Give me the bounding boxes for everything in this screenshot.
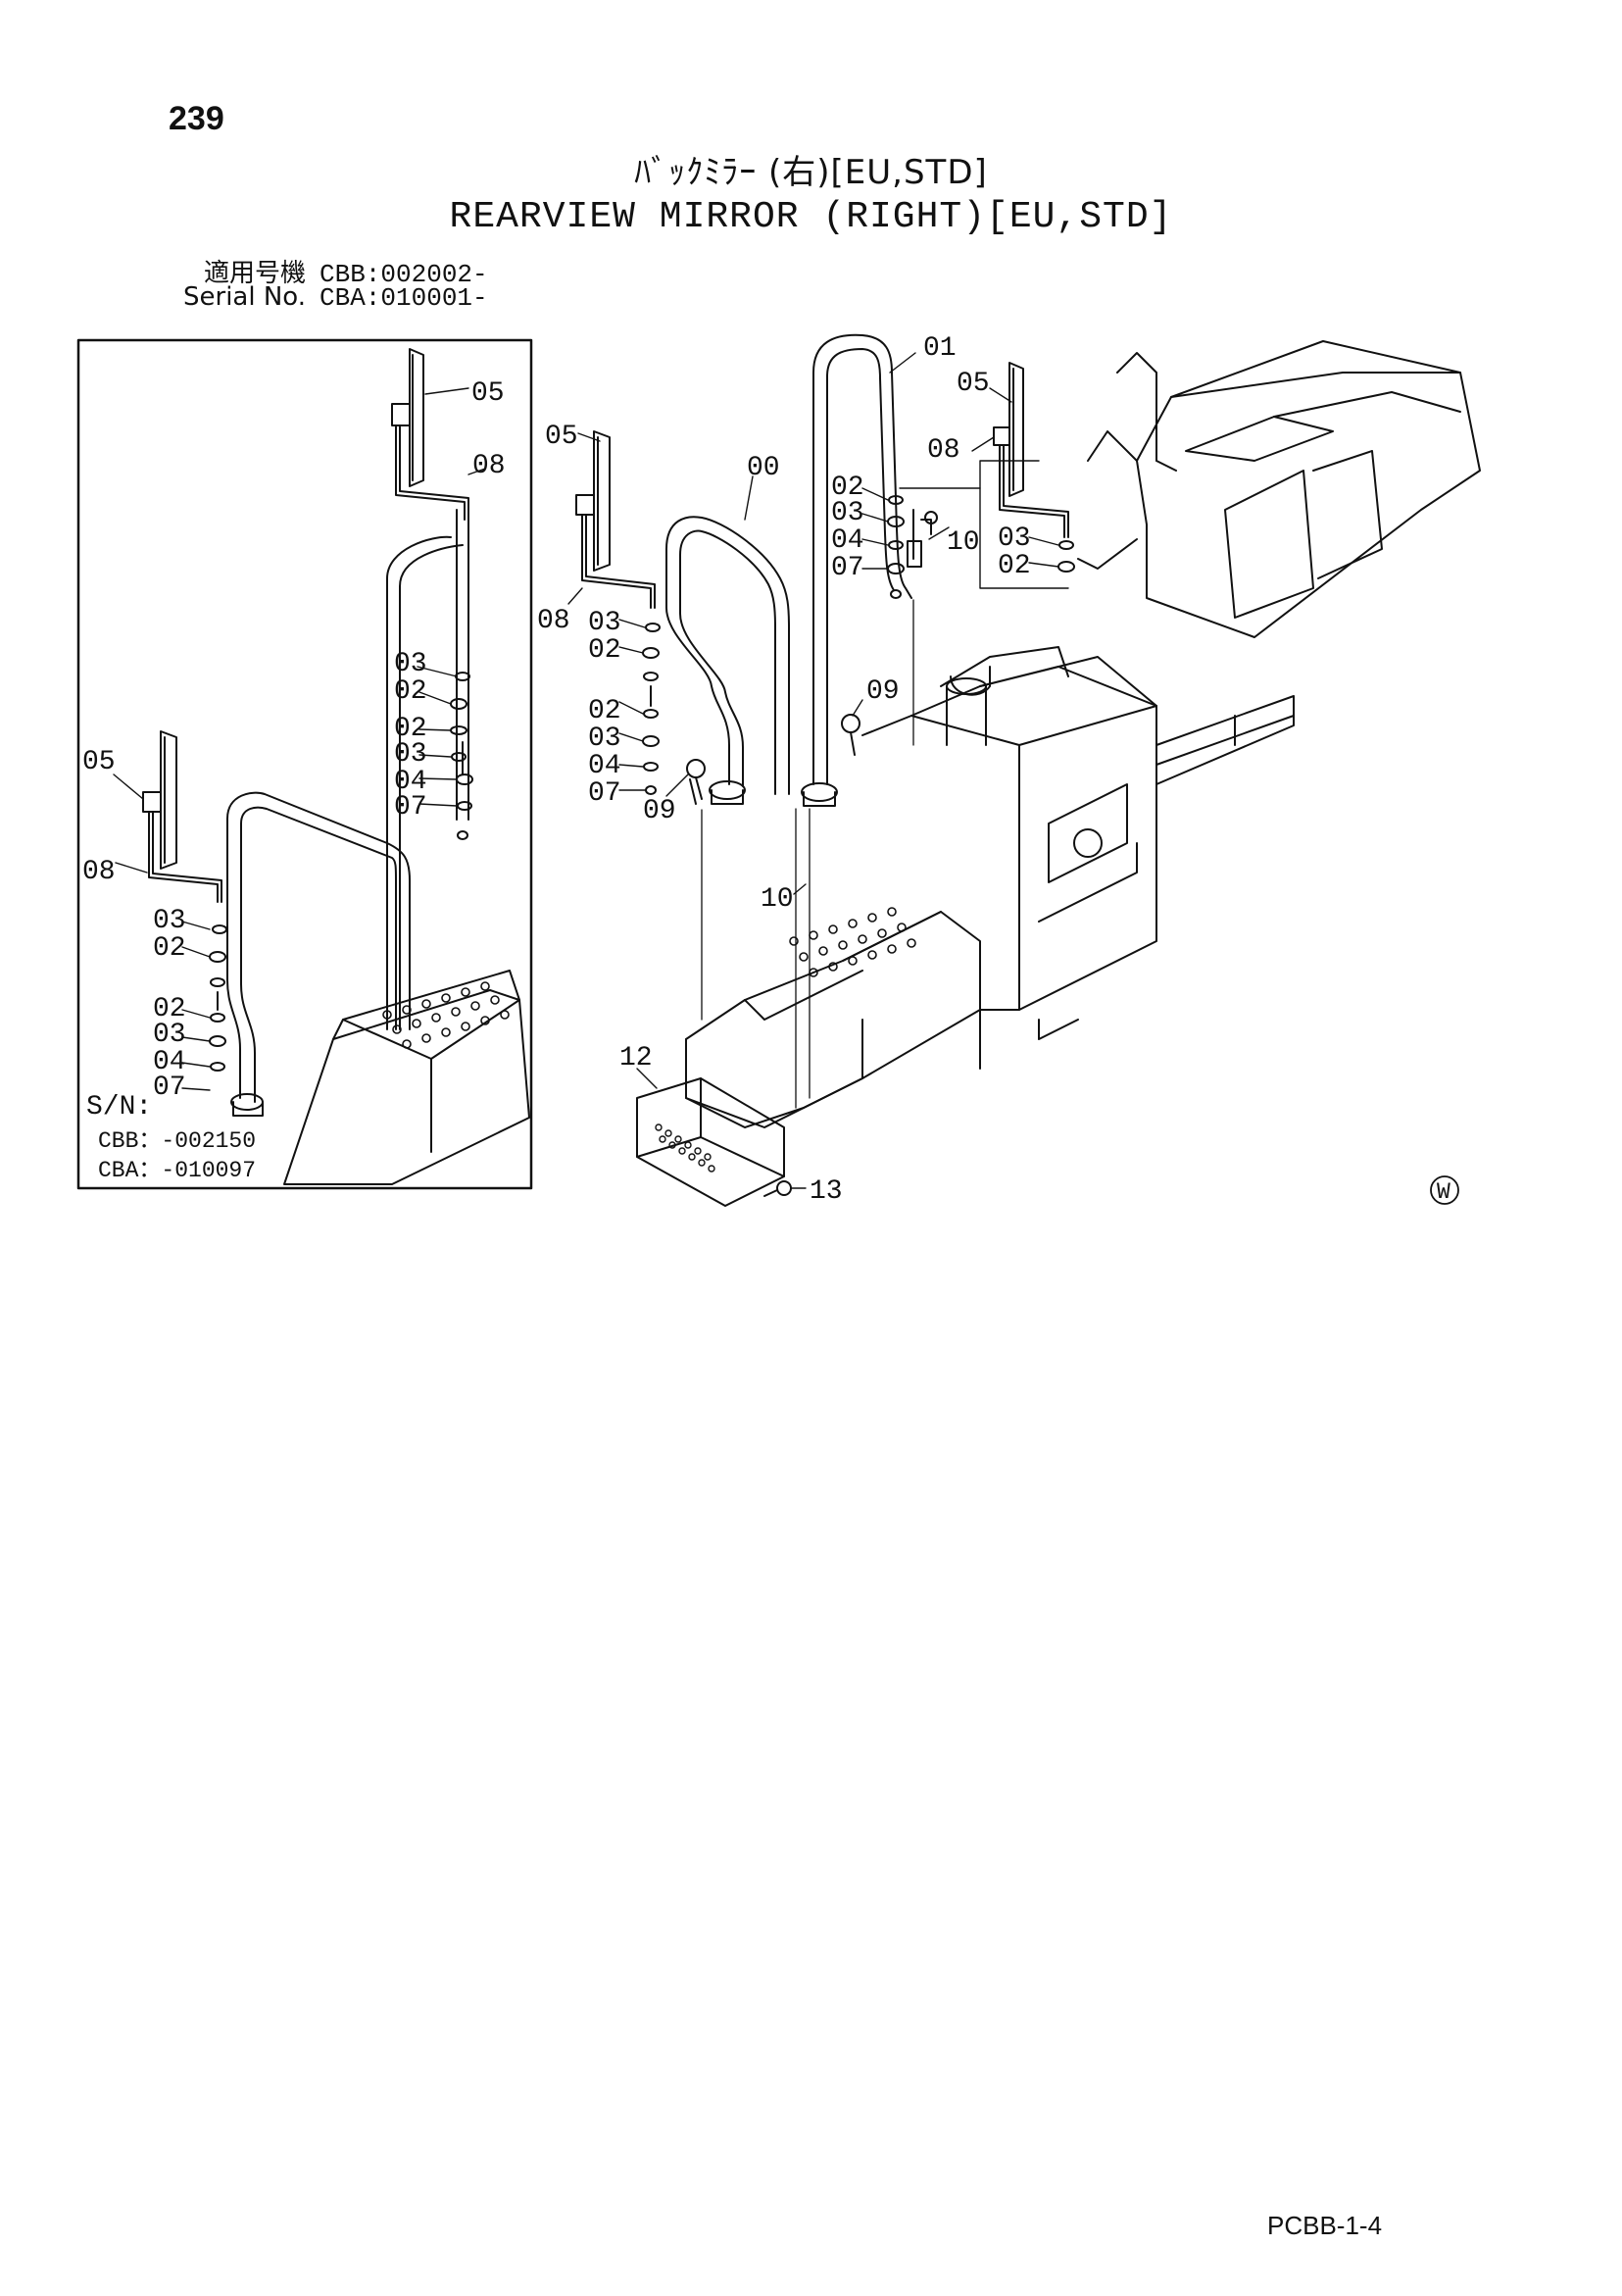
catalog-code: PCBB-1-4 (1267, 2211, 1383, 2240)
main-detail-leader-box (899, 460, 1069, 589)
callout-02: 02 (394, 676, 427, 707)
callout-04: 04 (588, 751, 621, 781)
callout-05: 05 (82, 747, 116, 777)
main-cover-12 (636, 1077, 785, 1207)
main-callouts: 05 08 00 03 02 02 03 04 07 09 01 02 03 0… (537, 333, 1450, 1207)
main-leader-lines (567, 352, 1059, 1189)
title-english: REARVIEW MIRROR (RIGHT)[EU,STD] (449, 196, 1173, 238)
callout-09: 09 (643, 796, 676, 826)
callout-03: 03 (588, 608, 621, 638)
callout-12: 12 (619, 1043, 653, 1073)
page-number: 239 (169, 100, 224, 137)
main-assembly-lines (701, 599, 914, 1109)
callout-10: 10 (947, 527, 980, 558)
callout-03: 03 (588, 724, 621, 754)
inset-leader-lines (113, 387, 486, 1091)
inset-upper-hardware (450, 672, 473, 840)
callout-01: 01 (923, 333, 957, 364)
excavator-cab (1077, 340, 1481, 638)
w-symbol-circle (1430, 1175, 1459, 1205)
callout-08: 08 (82, 857, 116, 887)
callout-00: 00 (747, 453, 780, 483)
serial-label: Serial No. (183, 282, 306, 312)
callout-08: 08 (537, 606, 570, 636)
inset-frame (76, 338, 533, 1190)
inset-step-box (283, 970, 530, 1185)
callout-07: 07 (153, 1073, 186, 1103)
callout-03: 03 (394, 739, 427, 770)
machine-body (861, 646, 1295, 1070)
inset-lower-mirror-assembly (142, 730, 222, 903)
main-left-hardware (642, 623, 661, 795)
inset-upper-mirror-assembly (386, 348, 469, 1030)
main-right-hardware (887, 495, 938, 599)
sn-cbb: CBB：-002150 (98, 1128, 256, 1154)
callout-02: 02 (153, 933, 186, 964)
inset-lower-hardware (209, 924, 227, 1072)
callout-03: 03 (153, 1020, 186, 1050)
main-bolt-09-left (686, 759, 706, 805)
main-bolt-13 (763, 1180, 792, 1197)
callout-03: 03 (394, 649, 427, 679)
title-japanese: ﾊﾞｯｸﾐﾗｰ (右)[EU,STD] (634, 153, 988, 192)
main-right-mirror-assembly (993, 362, 1075, 573)
callout-03: 03 (831, 498, 864, 528)
callout-02: 02 (394, 714, 427, 744)
serial-row-serial-no: Serial No. CBA:010001- (157, 282, 488, 313)
callout-05: 05 (471, 378, 505, 409)
main-handrail-00 (665, 516, 790, 805)
serial-value: CBA:010001- (319, 283, 488, 313)
callout-07: 07 (394, 792, 427, 823)
callout-09: 09 (866, 676, 900, 707)
callout-10: 10 (761, 884, 794, 915)
callout-03: 03 (998, 524, 1031, 554)
inset-callouts: 05 08 03 02 02 03 04 07 05 08 03 02 02 0… (82, 378, 506, 1183)
callout-05: 05 (957, 369, 990, 399)
callout-07: 07 (588, 778, 621, 809)
main-bolt-09-right (841, 714, 860, 756)
callout-08: 08 (927, 435, 960, 466)
inset-handrail (226, 791, 411, 1117)
callout-02: 02 (588, 696, 621, 726)
callout-02: 02 (153, 994, 186, 1024)
callout-02: 02 (831, 473, 864, 503)
sn-label: S/N: (86, 1092, 152, 1123)
callout-07: 07 (831, 553, 864, 583)
callout-13: 13 (810, 1176, 843, 1207)
callout-02: 02 (588, 635, 621, 666)
sn-cba: CBA：-010097 (98, 1158, 256, 1183)
serial-label: 適用号機 (203, 259, 306, 288)
callout-03: 03 (153, 906, 186, 936)
callout-04: 04 (394, 767, 427, 797)
callout-05: 05 (545, 422, 578, 452)
callout-04: 04 (153, 1047, 186, 1077)
main-step-box (685, 907, 981, 1128)
callout-04: 04 (831, 525, 864, 556)
main-left-mirror-assembly (575, 430, 656, 609)
serial-row-applicable: 適用号機 CBB:002002- (157, 253, 488, 289)
callout-02: 02 (998, 551, 1031, 581)
serial-value: CBB:002002- (319, 260, 488, 289)
callout-08: 08 (472, 451, 506, 481)
w-symbol-letter: W (1437, 1179, 1450, 1205)
